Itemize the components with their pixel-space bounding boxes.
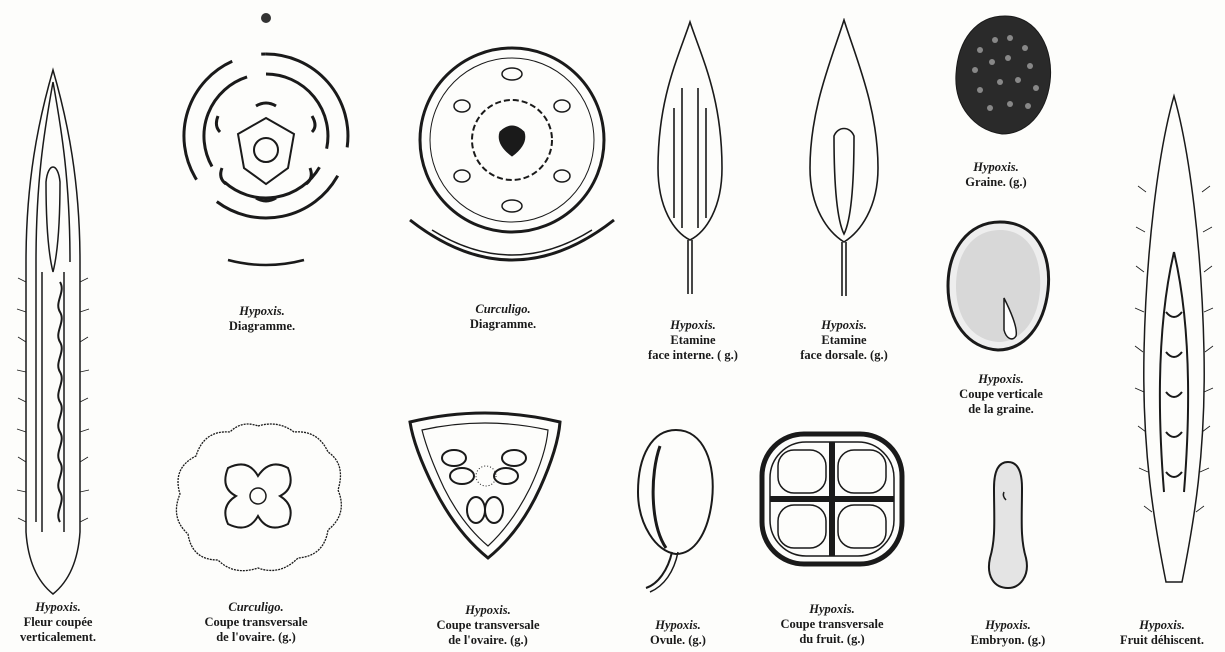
caption-hypoxis-ovaire: Hypoxis. Coupe transversale de l'ovaire.…: [436, 603, 539, 648]
caption-embryon: Hypoxis. Embryon. (g.): [971, 618, 1046, 648]
caption-genus: Curculigo.: [470, 302, 536, 317]
caption-line: de l'ovaire. (g.): [204, 630, 307, 645]
hypoxis-diagram-figure: [166, 8, 366, 278]
caption-genus: Curculigo.: [204, 600, 307, 615]
caption-curculigo-ovaire: Curculigo. Coupe transversale de l'ovair…: [204, 600, 307, 645]
caption-line: Diagramme.: [470, 317, 536, 332]
ovule-figure: [632, 424, 722, 594]
caption-line: de la graine.: [959, 402, 1043, 417]
caption-graine: Hypoxis. Graine. (g.): [965, 160, 1026, 190]
caption-genus: Hypoxis.: [959, 372, 1043, 387]
stamen-inner-face-figure: [650, 18, 730, 298]
caption-line: face dorsale. (g.): [800, 348, 887, 363]
caption-hypoxis-diagramme: Hypoxis. Diagramme.: [229, 304, 295, 334]
caption-line: Fruit déhiscent.: [1120, 633, 1204, 648]
caption-genus: Hypoxis.: [436, 603, 539, 618]
caption-coupe-graine: Hypoxis. Coupe verticale de la graine.: [959, 372, 1043, 417]
hypoxis-ovary-figure: [400, 408, 570, 568]
caption-line: Embryon. (g.): [971, 633, 1046, 648]
dehiscent-fruit-figure: [1134, 92, 1214, 592]
caption-line: Diagramme.: [229, 319, 295, 334]
caption-line: Coupe transversale: [780, 617, 883, 632]
caption-fruit: Hypoxis. Fruit déhiscent.: [1120, 618, 1204, 648]
caption-genus: Hypoxis.: [1120, 618, 1204, 633]
caption-line: de l'ovaire. (g.): [436, 633, 539, 648]
caption-line: Etamine: [648, 333, 738, 348]
caption-coupe-fruit: Hypoxis. Coupe transversale du fruit. (g…: [780, 602, 883, 647]
caption-genus: Hypoxis.: [965, 160, 1026, 175]
caption-ovule: Hypoxis. Ovule. (g.): [650, 618, 706, 648]
caption-fleur: Hypoxis. Fleur coupée verticalement.: [20, 600, 96, 645]
caption-line: Coupe verticale: [959, 387, 1043, 402]
caption-etamine-dorsale: Hypoxis. Etamine face dorsale. (g.): [800, 318, 887, 363]
curculigo-diagram-figure: [402, 40, 622, 280]
caption-line: Etamine: [800, 333, 887, 348]
caption-genus: Hypoxis.: [648, 318, 738, 333]
caption-line: Coupe transversale: [436, 618, 539, 633]
caption-line: du fruit. (g.): [780, 632, 883, 647]
embryo-figure: [982, 458, 1034, 592]
caption-genus: Hypoxis.: [229, 304, 295, 319]
caption-line: Graine. (g.): [965, 175, 1026, 190]
caption-line: face interne. ( g.): [648, 348, 738, 363]
caption-curculigo-diagramme: Curculigo. Diagramme.: [470, 302, 536, 332]
caption-line: Fleur coupée: [20, 615, 96, 630]
caption-genus: Hypoxis.: [650, 618, 706, 633]
caption-genus: Hypoxis.: [20, 600, 96, 615]
caption-etamine-interne: Hypoxis. Etamine face interne. ( g.): [648, 318, 738, 363]
caption-genus: Hypoxis.: [780, 602, 883, 617]
caption-line: Ovule. (g.): [650, 633, 706, 648]
caption-line: Coupe transversale: [204, 615, 307, 630]
caption-genus: Hypoxis.: [971, 618, 1046, 633]
caption-line: verticalement.: [20, 630, 96, 645]
stamen-dorsal-face-figure: [804, 18, 884, 298]
curculigo-ovary-figure: [168, 418, 348, 578]
seed-figure: [950, 10, 1060, 140]
flower-section-figure: [8, 62, 98, 602]
fruit-section-figure: [758, 430, 908, 570]
caption-genus: Hypoxis.: [800, 318, 887, 333]
seed-section-figure: [942, 218, 1057, 358]
